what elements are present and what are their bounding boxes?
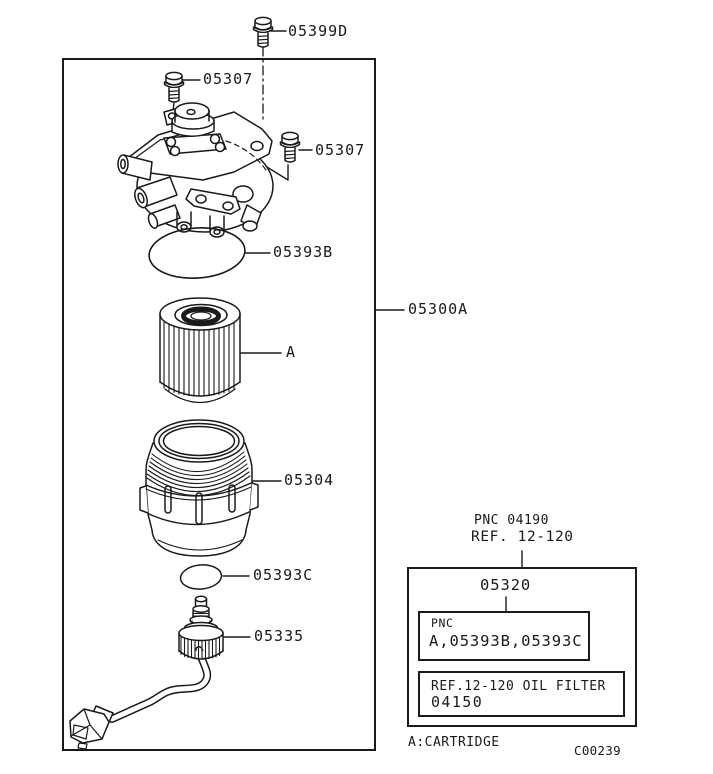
part-label-bolt-upper: 05307 <box>203 70 254 88</box>
part-label-assembly: 05300A <box>408 300 469 318</box>
info-panel-frame <box>407 567 637 727</box>
part-label-drain-plug: 05335 <box>254 627 305 645</box>
part-label-cartridge: A <box>286 343 297 361</box>
main-diagram-frame <box>62 58 376 751</box>
oring-large-drawing <box>148 227 246 279</box>
part-label-oring-small: 05393C <box>253 566 314 584</box>
info-note-pnc: PNC 04190 <box>474 513 549 528</box>
pnc-box-label: PNC <box>431 616 454 630</box>
figure-code: C00239 <box>574 743 621 758</box>
top-bolt-drawing <box>252 16 274 48</box>
pnc-box-frame <box>418 611 590 661</box>
part-label-bolt-side: 05307 <box>315 141 366 159</box>
part-label-top-bolt: 05399D <box>288 22 349 40</box>
pnc-box-values: A,05393B,05393C <box>429 632 583 650</box>
oring-small-drawing <box>179 564 223 590</box>
ref-box-frame <box>418 671 625 717</box>
part-label-bowl: 05304 <box>284 471 335 489</box>
filter-bowl-drawing <box>139 419 259 557</box>
ref-box-line2: 04150 <box>431 693 484 711</box>
drain-hose-drawing <box>108 646 212 723</box>
info-group-number: 05320 <box>480 576 532 594</box>
connector-drawing <box>69 705 114 750</box>
ref-box-line1: REF.12-120 OIL FILTER <box>431 679 606 694</box>
info-note-ref: REF. 12-120 <box>471 529 574 545</box>
part-label-oring-large: 05393B <box>273 243 334 261</box>
drain-plug-drawing <box>178 595 224 660</box>
cartridge-legend: A:CARTRIDGE <box>408 735 500 750</box>
cartridge-drawing <box>159 297 241 404</box>
